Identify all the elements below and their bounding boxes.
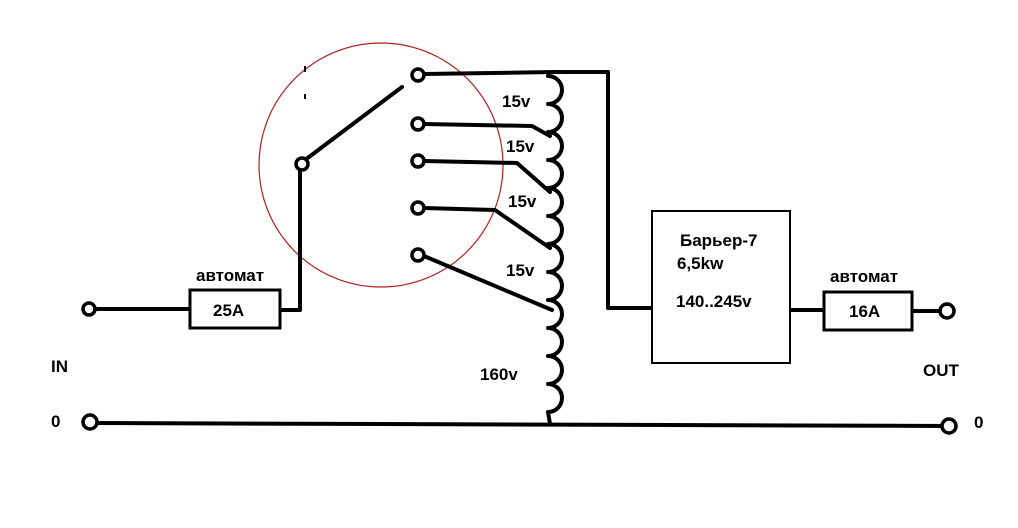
in-label: IN	[51, 357, 68, 376]
transformer-coil	[546, 74, 564, 426]
tap-terminal-4	[410, 200, 426, 216]
output-neutral-terminal	[940, 417, 958, 435]
tap-label-4: 15v	[506, 261, 535, 280]
tap-label-2: 15v	[506, 137, 535, 156]
tap-terminal-2	[410, 116, 426, 132]
breaker-in-rating: 25A	[213, 301, 244, 320]
tap-wire-5	[422, 254, 554, 312]
breaker-in-caption: автомат	[196, 266, 264, 285]
tap-wire-1	[422, 70, 610, 76]
input-terminal	[81, 301, 97, 317]
selector-highlight-circle	[258, 42, 504, 288]
stabilizer-range: 140..245v	[676, 292, 752, 311]
neutral-wire	[88, 421, 952, 428]
base-voltage-label: 160v	[480, 365, 518, 384]
tap-terminal-3	[410, 153, 426, 169]
tap-terminal-5	[410, 247, 426, 263]
output-terminal	[938, 302, 956, 320]
breaker-to-switch-wire	[278, 163, 302, 312]
stabilizer-power: 6,5kw	[677, 254, 724, 273]
stabilizer-box	[651, 210, 791, 364]
tap-label-3: 15v	[508, 192, 537, 211]
in-zero-label: 0	[51, 412, 60, 431]
out-zero-label: 0	[974, 413, 983, 432]
breaker-25a-box	[188, 288, 282, 330]
stabilizer-name: Барьер-7	[680, 231, 757, 250]
stabilizer-input-wire	[606, 70, 654, 310]
tap-label-1: 15v	[502, 92, 531, 111]
breaker-out-rating: 16A	[849, 302, 880, 321]
input-neutral-terminal	[81, 413, 99, 431]
out-label: OUT	[923, 361, 960, 380]
breaker-out-caption: автомат	[830, 267, 898, 286]
tap-wire-4	[422, 206, 552, 250]
tap-wire-2	[422, 122, 552, 138]
tap-wire-3	[422, 159, 552, 194]
breaker-16a-box	[822, 290, 914, 332]
tap-terminal-1	[410, 67, 426, 83]
switch-arm	[303, 85, 404, 162]
switch-pivot-terminal	[294, 156, 310, 172]
